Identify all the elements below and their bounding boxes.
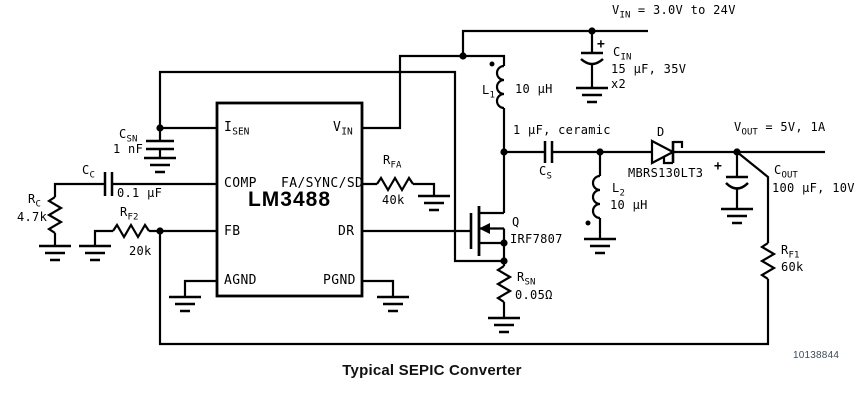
rf2-ref-label: RF2 <box>120 205 139 223</box>
pin-label-fa-sync-sd: FA/SYNC/SD <box>281 176 364 191</box>
cs-note-label: 1 µF, ceramic <box>513 123 611 137</box>
capacitor-cin <box>580 51 604 66</box>
rsn-ref-label: RSN <box>517 270 536 288</box>
cin-value-label: 15 µF, 35V <box>611 62 687 76</box>
junction-dot <box>156 124 164 132</box>
diode-ref-label: D <box>657 125 665 139</box>
cin-polarity-plus: + <box>597 37 605 52</box>
junction-dots <box>156 27 741 265</box>
phase-dot-l2 <box>585 220 591 226</box>
ground-cout <box>721 207 753 225</box>
cc-value-label: 0.1 µF <box>117 186 163 200</box>
resistor-rf2 <box>112 222 150 240</box>
ground-rfa <box>418 194 450 212</box>
cout-polarity-plus: + <box>714 159 722 174</box>
l1-ref-label: L1 <box>482 83 495 101</box>
junction-dot <box>500 148 508 156</box>
figure-doc-number: 10138844 <box>793 350 840 361</box>
capacitor-csn <box>146 139 174 151</box>
ground-csn <box>144 156 176 174</box>
net-vout <box>673 150 825 209</box>
pin-label-fb: FB <box>224 224 241 239</box>
cout-ref-label: COUT <box>774 163 798 181</box>
cs-ref-label: CS <box>539 164 552 182</box>
cout-value-label: 100 µF, 10V <box>772 181 855 195</box>
pin-label-vin: VIN <box>333 120 353 138</box>
cin-ref-label: CIN <box>613 45 632 63</box>
vout-rail-label: VOUT = 5V, 1A <box>734 120 826 138</box>
resistor-rc <box>46 196 64 234</box>
ground-rf2 <box>79 244 111 262</box>
pin-label-dr: DR <box>338 224 355 239</box>
csn-value-label: 1 nF <box>113 142 144 156</box>
pin-label-isen: ISEN <box>224 120 250 138</box>
capacitor-cout <box>725 175 749 190</box>
net-agnd <box>183 279 217 297</box>
junction-dot <box>500 257 508 265</box>
rc-value-label: 4.7k <box>17 210 48 224</box>
mosfet-body-arrow <box>479 223 490 234</box>
net-pgnd <box>362 279 395 297</box>
net-feedback <box>93 151 770 346</box>
phase-dot-l1 <box>489 61 495 67</box>
resistor-rsn <box>495 265 513 303</box>
junction-dot <box>156 227 164 235</box>
cc-ref-label: CC <box>82 163 95 181</box>
rf1-ref-label: RF1 <box>781 243 800 261</box>
l1-value-label: 10 µH <box>515 82 553 96</box>
junction-dot <box>500 239 508 247</box>
pin-label-agnd: AGND <box>224 273 257 288</box>
capacitor-cc <box>103 172 114 196</box>
pin-label-comp: COMP <box>224 176 257 191</box>
net-switch-node <box>479 108 544 215</box>
rfa-value-label: 40k <box>382 193 405 207</box>
junction-dot <box>596 148 604 156</box>
resistor-rfa <box>376 175 414 193</box>
junction-dot <box>588 27 596 35</box>
l2-ref-label: L2 <box>612 181 625 199</box>
rf2-value-label: 20k <box>129 244 152 258</box>
ground-rc <box>39 244 71 262</box>
mosfet-part-label: IRF7807 <box>510 232 563 246</box>
csn-ref-label: CSN <box>119 127 138 145</box>
rc-ref-label: RC <box>28 192 41 210</box>
rf1-value-label: 60k <box>781 260 804 274</box>
l2-value-label: 10 µH <box>610 198 648 212</box>
junction-dot <box>459 52 467 60</box>
figure-caption: Typical SEPIC Converter <box>342 362 522 379</box>
inductor-l2 <box>591 174 601 220</box>
diode-triangle <box>650 139 676 165</box>
net-fa-sync-sd <box>362 182 436 196</box>
vin-rail-label: VIN = 3.0V to 24V <box>612 3 736 21</box>
diode-part-label: MBRS130LT3 <box>628 166 704 180</box>
pin-label-pgnd: PGND <box>323 273 356 288</box>
inductor-l1 <box>495 64 505 110</box>
resistor-rf1 <box>759 242 777 280</box>
ic-part-number: LM3488 <box>247 188 332 211</box>
mosfet-ref-label: Q <box>512 215 520 229</box>
net-cs-l2 <box>552 150 652 239</box>
net-vin <box>362 29 648 130</box>
junction-dot <box>733 148 741 156</box>
diode-schottky-hooks <box>662 140 684 165</box>
ground-cin <box>576 86 608 104</box>
ground-rsn <box>488 316 520 334</box>
ground-l2 <box>584 237 616 255</box>
ground-symbols <box>39 86 753 334</box>
cin-qty-label: x2 <box>611 77 627 91</box>
rsn-value-label: 0.05Ω <box>515 288 553 302</box>
capacitor-cs <box>543 141 554 163</box>
net-isen-sense <box>158 70 504 263</box>
ground-pgnd <box>377 295 409 313</box>
ground-agnd <box>169 295 201 313</box>
net-source-sense <box>479 227 506 318</box>
net-comp <box>53 182 217 246</box>
rfa-ref-label: RFA <box>383 153 402 171</box>
ic-outline <box>215 101 364 298</box>
